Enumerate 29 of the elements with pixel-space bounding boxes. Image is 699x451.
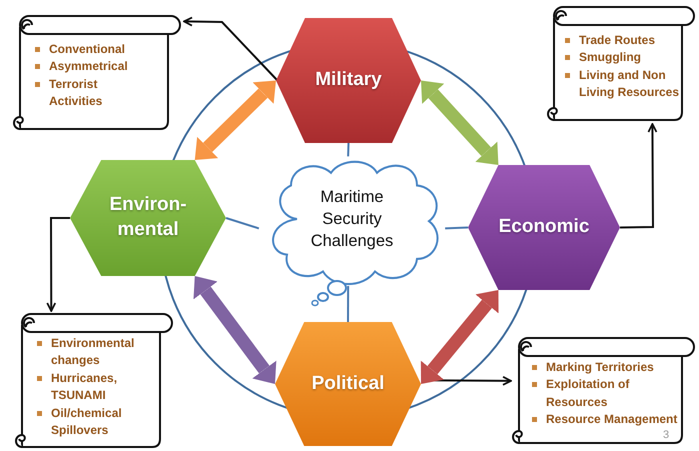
cloud-label: Maritime Security Challenges bbox=[310, 186, 394, 252]
hexagon-label: Political bbox=[310, 372, 386, 396]
hexagon-label: Environ-mental bbox=[108, 193, 188, 242]
bullet-item: Smuggling bbox=[564, 49, 688, 67]
bullet-item: Hurricanes, TSUNAMI bbox=[36, 370, 136, 405]
hexagon-label: Military bbox=[314, 68, 383, 92]
bullet-item: Trade Routes bbox=[564, 32, 688, 50]
connector-line bbox=[226, 217, 260, 230]
bullet-item: Living and Non Living Resources bbox=[564, 66, 688, 102]
bullet-item: Environmental changes bbox=[36, 335, 136, 370]
bullet-item: Exploitation of Resources bbox=[531, 376, 686, 412]
page-number: 3 bbox=[663, 429, 670, 441]
bullet-item: Terrorist Activities bbox=[34, 76, 139, 111]
double-arrow bbox=[194, 80, 276, 160]
double-arrow bbox=[420, 290, 499, 384]
arrow bbox=[620, 123, 658, 228]
bullet-item: Oil/chemical Spillovers bbox=[36, 404, 136, 440]
arrow bbox=[183, 16, 278, 82]
bullet-item: Conventional bbox=[34, 41, 139, 58]
connector-line bbox=[347, 142, 350, 156]
bullet-item: Resource Management bbox=[531, 411, 686, 429]
hexagon-label: Economic bbox=[498, 215, 590, 240]
connector-line bbox=[347, 286, 350, 322]
connector-line bbox=[445, 226, 468, 230]
double-arrow bbox=[421, 80, 498, 165]
arrow bbox=[46, 217, 70, 312]
double-arrow bbox=[194, 276, 276, 384]
bullet-item: Marking Territories bbox=[531, 359, 686, 376]
bullet-item: Asymmetrical bbox=[34, 58, 139, 76]
